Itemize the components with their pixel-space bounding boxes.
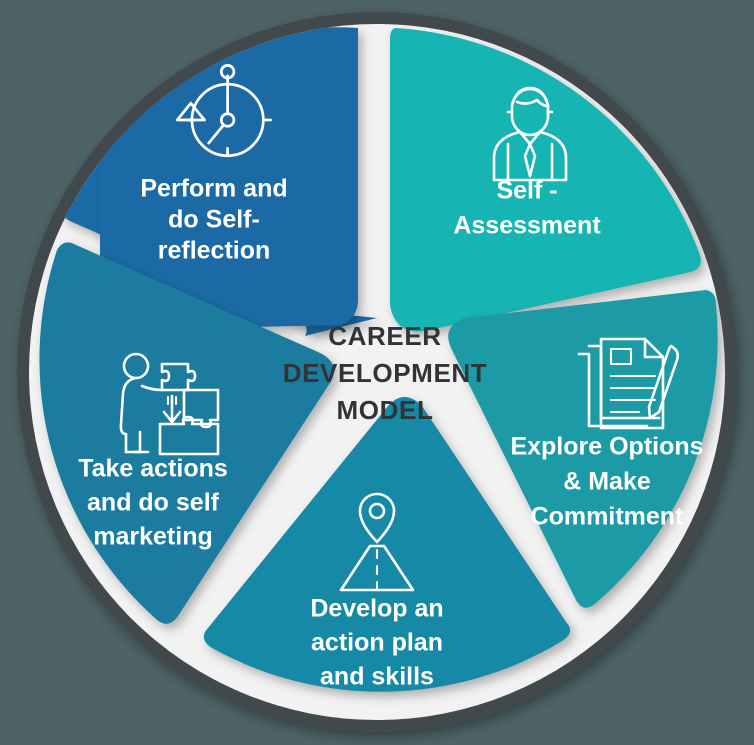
svg-text:Perform and: Perform and	[140, 175, 287, 203]
segment-top-left[interactable]	[100, 27, 358, 330]
businessman-person-icon	[492, 86, 568, 182]
svg-text:& Make: & Make	[563, 468, 651, 496]
petal-group	[39, 27, 718, 692]
svg-text:action plan: action plan	[311, 629, 443, 657]
stopwatch-timer-icon	[175, 64, 273, 158]
svg-text:Commitment: Commitment	[531, 503, 684, 531]
segment-bottom[interactable]	[203, 397, 571, 692]
svg-text:CAREER: CAREER	[328, 321, 441, 351]
svg-text:Self -: Self -	[496, 177, 557, 205]
svg-text:and skills: and skills	[320, 663, 434, 691]
svg-text:Develop an: Develop an	[310, 595, 443, 623]
document-with-pen-icon	[577, 337, 680, 430]
label-perform-self-reflection: Perform and do Self- reflection	[140, 175, 287, 265]
label-self-assessment: Self - Assessment	[453, 177, 601, 240]
road-with-location-pin-icon	[339, 492, 415, 592]
center-title: CAREER DEVELOPMENT MODEL	[283, 321, 488, 425]
svg-text:marketing: marketing	[93, 523, 212, 551]
svg-text:Assessment: Assessment	[453, 212, 601, 240]
label-take-actions: Take actions and do self marketing	[78, 455, 228, 551]
svg-text:do Self-: do Self-	[168, 206, 260, 234]
label-explore-options: Explore Options & Make Commitment	[510, 433, 703, 531]
label-develop-action-plan: Develop an action plan and skills	[310, 595, 443, 691]
segment-right[interactable]	[448, 290, 718, 608]
svg-text:and do self: and do self	[87, 489, 220, 517]
svg-text:reflection: reflection	[158, 237, 271, 265]
svg-text:MODEL: MODEL	[337, 395, 434, 425]
svg-text:Explore Options: Explore Options	[510, 433, 703, 461]
svg-text:Take actions: Take actions	[78, 455, 228, 483]
svg-text:DEVELOPMENT: DEVELOPMENT	[283, 358, 488, 388]
person-with-puzzle-piece-icon	[119, 352, 220, 456]
segment-left[interactable]	[39, 242, 335, 624]
